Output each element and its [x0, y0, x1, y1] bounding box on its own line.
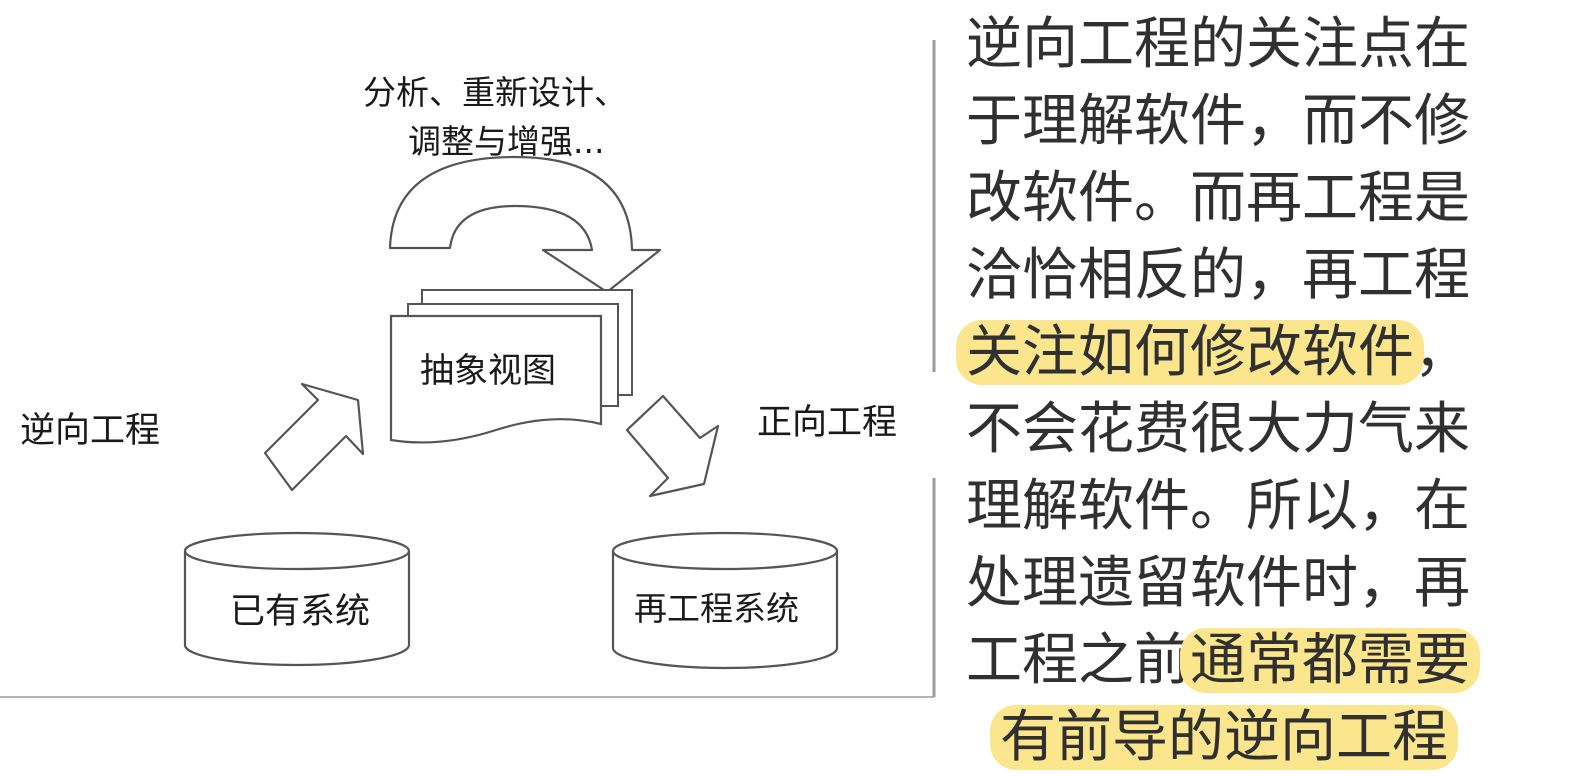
left-db-label: 已有系统	[230, 592, 370, 632]
forward-arrow-icon	[625, 394, 720, 498]
note-line: 洽恰相反的，再工程	[966, 243, 1470, 308]
right-db-label: 再工程系统	[634, 589, 799, 628]
note-text: 工程之前	[966, 628, 1190, 693]
reverse-arrow-icon	[263, 382, 365, 492]
reengineered-system-cylinder	[611, 531, 839, 670]
center-label: 抽象视图	[420, 351, 556, 391]
highlight-preceding-reverse-engineering: 有前导的逆向工程	[990, 705, 1458, 770]
document-front-page	[389, 314, 603, 444]
note-line: 关注如何修改软件，	[956, 314, 1566, 391]
right-label: 正向工程	[757, 403, 897, 443]
note-line: 改软件。而再工程是	[966, 166, 1470, 231]
existing-system-cylinder	[183, 531, 411, 667]
highlight-usually-requires: 通常都需要	[1180, 628, 1480, 693]
curved-arrow-icon	[388, 155, 662, 294]
note-line: 有前导的逆向工程	[966, 699, 1566, 776]
highlight-modify-software: 关注如何修改软件	[956, 320, 1424, 385]
reengineering-diagram: 抽象视图 已有系统 再工程系统 分析、重新设计、 调整与增强... 逆向工程 正…	[0, 40, 936, 698]
note-line: 工程之前通常都需要	[966, 622, 1566, 699]
note-line: 理解软件。所以，在	[966, 474, 1470, 539]
top-label-line2: 调整与增强...	[408, 122, 604, 161]
top-label-line1: 分析、重新设计、	[363, 73, 627, 112]
note-line: 不会花费很大力气来	[966, 397, 1470, 462]
note-line: 处理遗留软件时，再	[966, 551, 1470, 616]
note-line: 逆向工程的关注点在	[966, 12, 1470, 77]
explanation-note: 逆向工程的关注点在 于理解软件，而不修 改软件。而再工程是 洽恰相反的，再工程 …	[956, 6, 1566, 776]
note-text: ，	[1414, 320, 1470, 385]
left-label: 逆向工程	[20, 411, 160, 451]
note-line: 于理解软件，而不修	[966, 89, 1470, 154]
